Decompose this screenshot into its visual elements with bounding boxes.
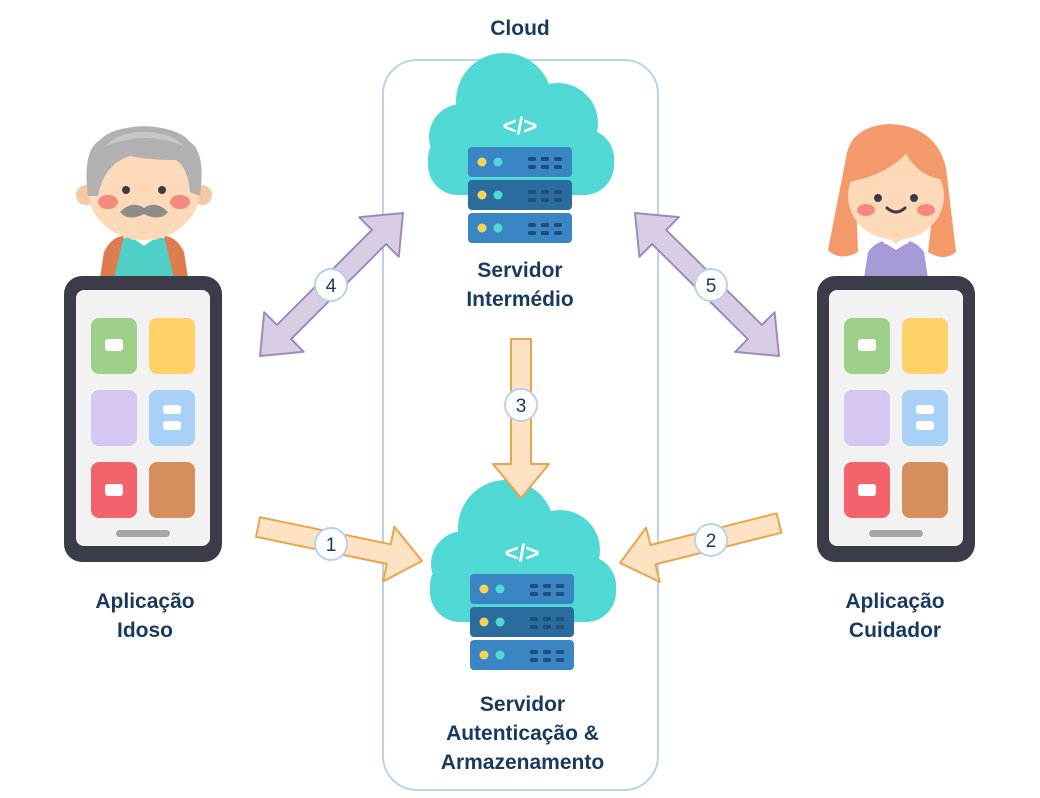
arrow-step-1: 1	[255, 516, 423, 583]
caregiver-woman-avatar-icon	[828, 124, 956, 278]
step-number: 3	[516, 396, 527, 417]
step-badge	[314, 268, 348, 302]
step-badge	[504, 388, 538, 422]
flow-arrows: 1 2 3 4 5	[255, 212, 783, 583]
step-badge	[314, 527, 348, 561]
step-number: 4	[326, 276, 337, 297]
caregiver-app-label: Aplicação Cuidador	[845, 590, 945, 642]
arrow-step-3: 3	[492, 338, 550, 499]
intermediate-server-label: Servidor Intermédio	[466, 259, 574, 311]
step-number: 5	[706, 276, 717, 297]
elderly-man-avatar-icon	[76, 126, 212, 278]
step-number: 1	[326, 535, 337, 556]
step-badge	[694, 523, 728, 557]
auth-storage-server-label: Servidor Autenticação & Armazenamento	[440, 693, 605, 774]
caregiver-app-phone-icon	[817, 276, 975, 562]
arrow-step-4: 4	[259, 212, 404, 357]
intermediate-server-icon: </>	[428, 53, 614, 243]
auth-storage-server-icon: </>	[430, 480, 616, 670]
arrow-step-5: 5	[634, 212, 780, 357]
step-number: 2	[706, 531, 717, 552]
code-symbol: </>	[503, 113, 538, 140]
code-symbol: </>	[505, 540, 540, 567]
elderly-app-label: Aplicação Idoso	[95, 590, 195, 642]
arrow-step-2: 2	[619, 512, 783, 583]
step-badge	[694, 268, 728, 302]
elderly-app-phone-icon	[64, 276, 222, 562]
cloud-label: Cloud	[490, 17, 550, 40]
